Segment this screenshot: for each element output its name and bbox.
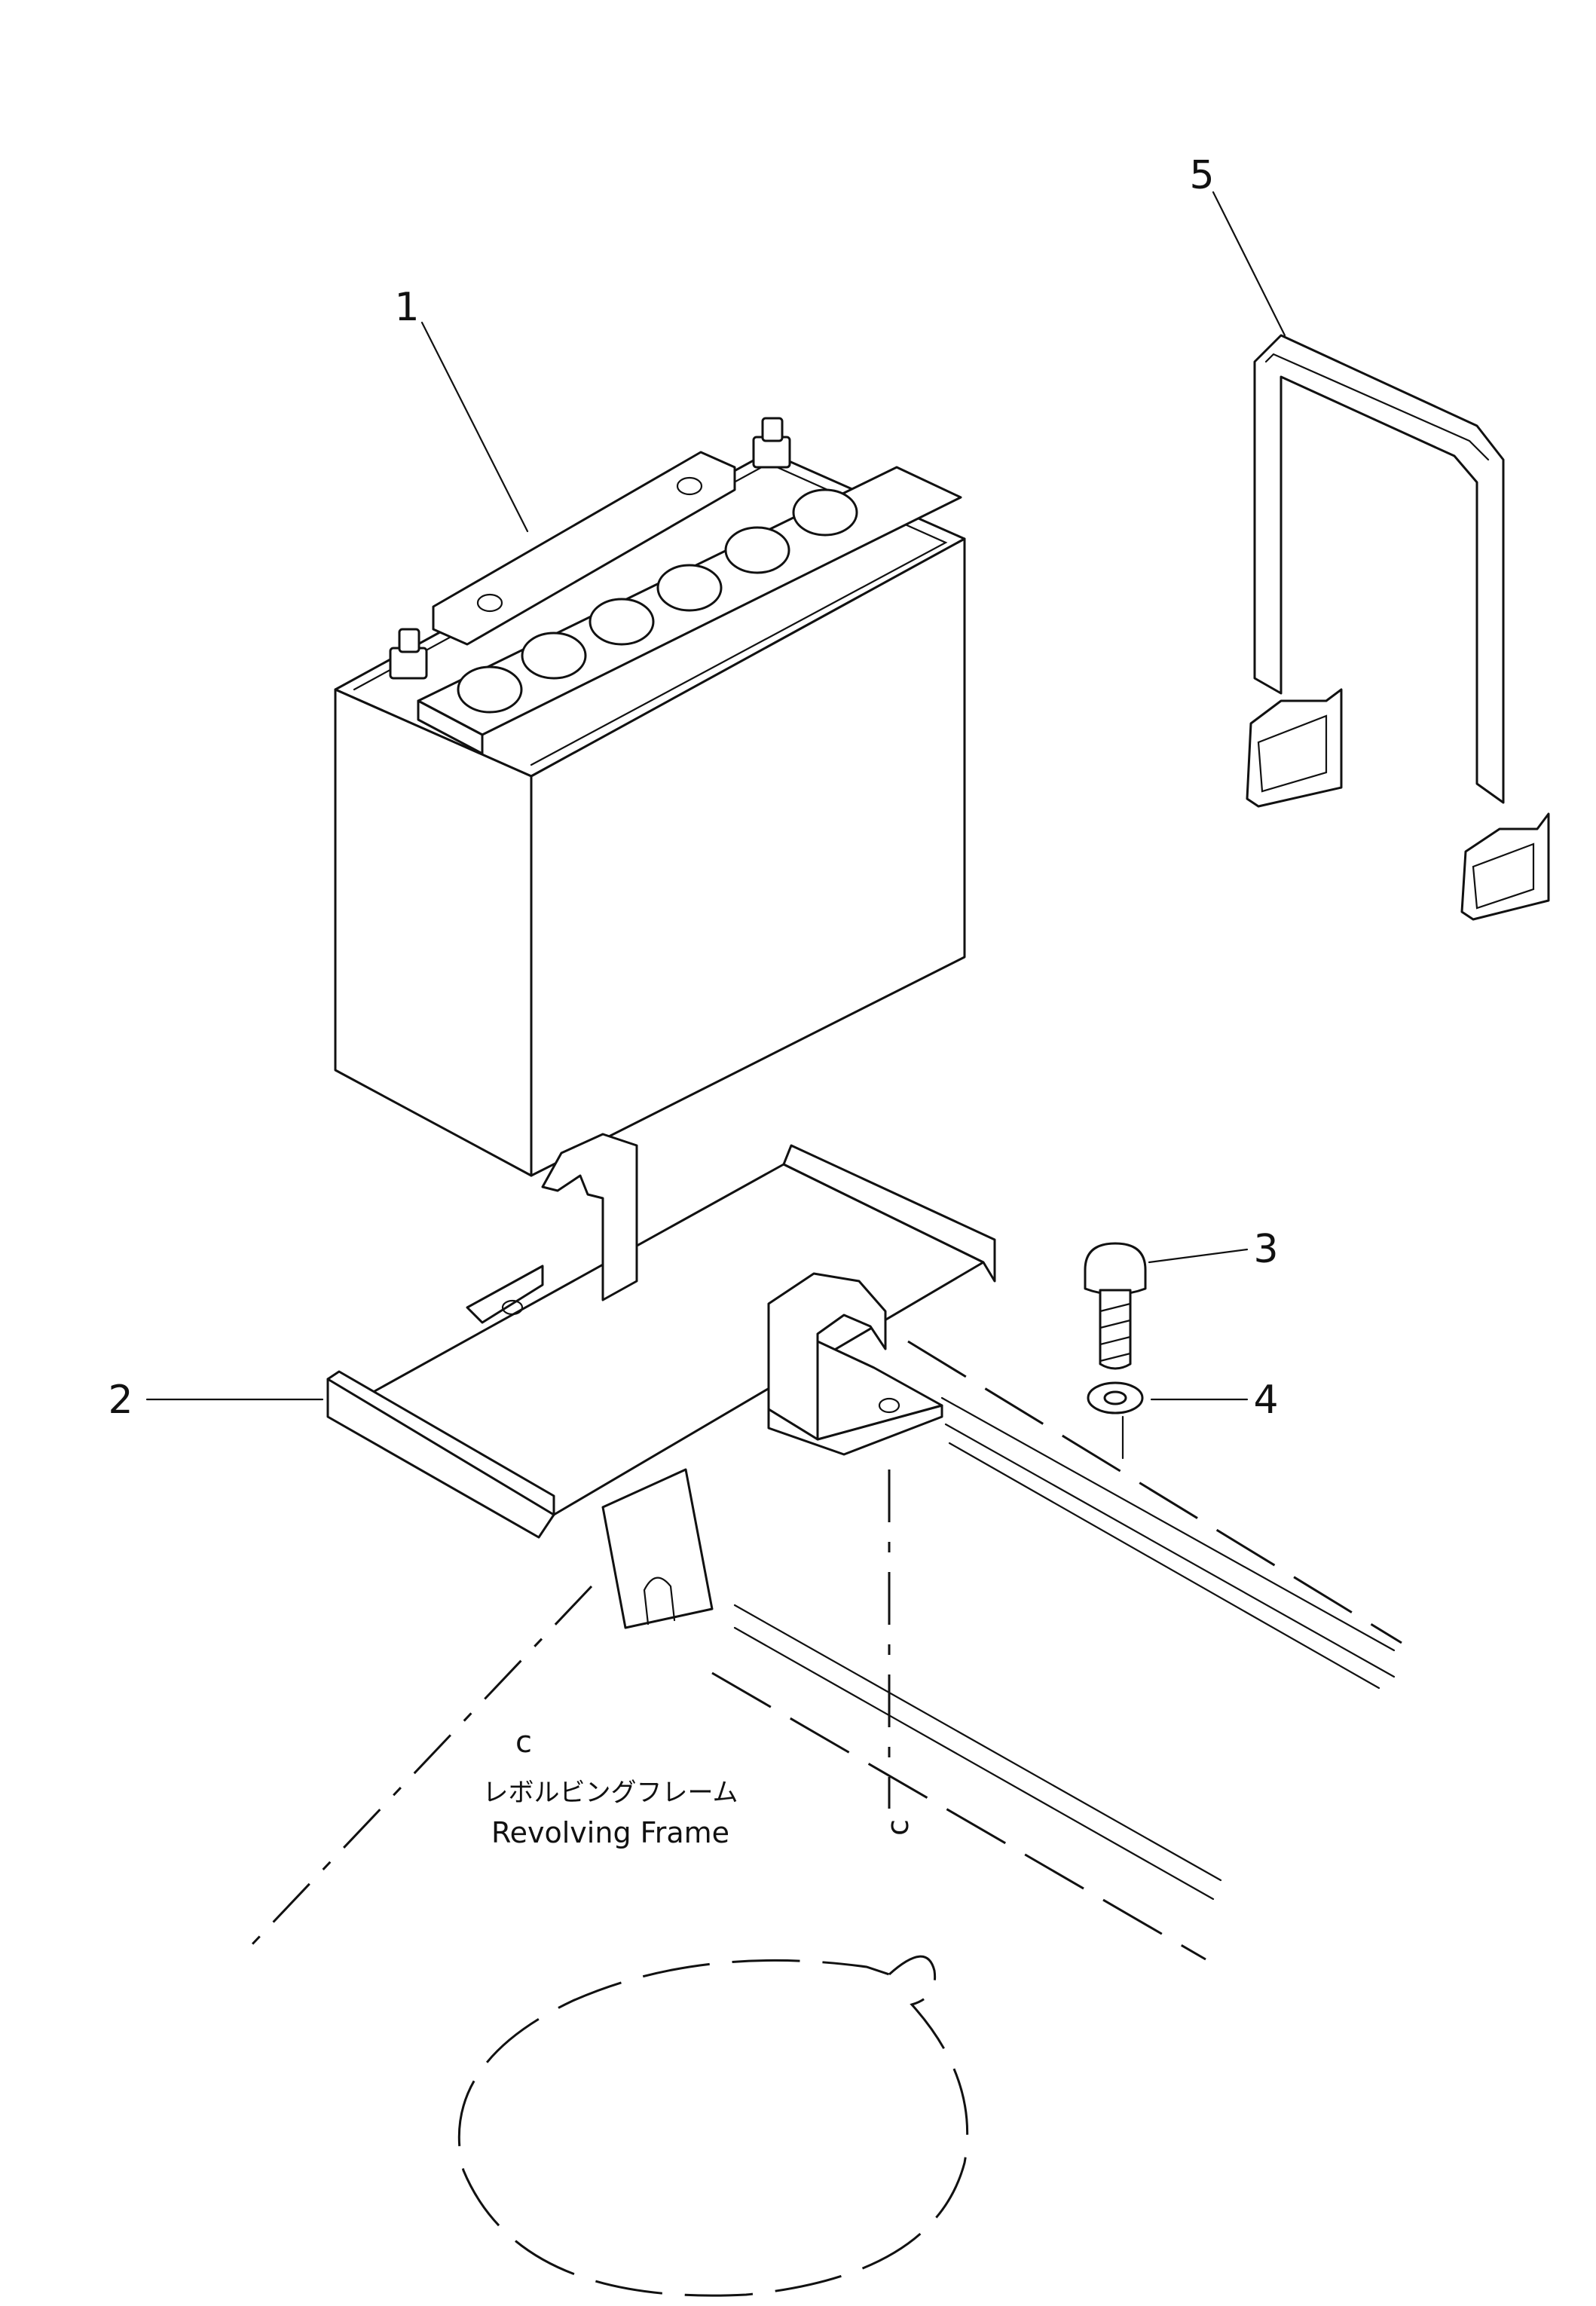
frame-mark: c	[515, 1725, 532, 1760]
callout-4: 4	[1253, 1378, 1278, 1423]
battery	[334, 417, 966, 1177]
battery-tray	[326, 1133, 996, 1629]
secondary-mark: c	[881, 1819, 916, 1836]
callout-3: 3	[1253, 1227, 1278, 1272]
bolt	[1084, 1242, 1147, 1370]
leader-lines	[145, 191, 1286, 1950]
frame-opening	[457, 1955, 969, 2297]
battery-terminal-positive	[752, 417, 791, 469]
washer	[1087, 1381, 1144, 1414]
battery-hold-down-clamp	[1246, 334, 1550, 921]
callout-2: 2	[108, 1378, 133, 1423]
battery-cell-caps	[457, 488, 858, 714]
callout-1: 1	[394, 285, 419, 330]
frame-label-japanese: レボルビングフレーム	[483, 1778, 738, 1808]
frame-rails	[711, 1340, 1402, 1961]
callout-5: 5	[1189, 153, 1214, 198]
battery-terminal-negative	[389, 628, 428, 680]
frame-label-english: Revolving Frame	[491, 1816, 729, 1849]
